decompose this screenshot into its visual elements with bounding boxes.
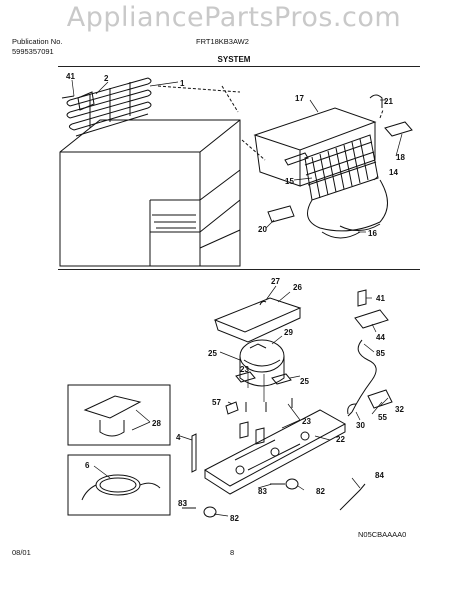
callout-26: 26 xyxy=(293,283,302,292)
model-number: FRT18KB3AW2 xyxy=(196,37,249,46)
clip-bracket xyxy=(77,91,95,111)
callout-82a: 82 xyxy=(230,514,239,523)
tube-14 xyxy=(307,179,388,232)
power-cord-6 xyxy=(81,474,161,501)
wire-85 xyxy=(351,339,377,413)
callout-20: 20 xyxy=(258,225,267,234)
callout-14: 14 xyxy=(389,168,398,177)
callout-55: 55 xyxy=(378,413,387,422)
section-title: SYSTEM xyxy=(217,55,251,64)
callout-32: 32 xyxy=(395,405,404,414)
inset-box-6 xyxy=(67,454,171,516)
callout-82b: 82 xyxy=(316,487,325,496)
callout-83b: 83 xyxy=(258,487,267,496)
callout-30: 30 xyxy=(356,421,365,430)
callout-25a: 25 xyxy=(208,349,217,358)
part-4 xyxy=(191,433,197,473)
publication-number: 5995357091 xyxy=(12,47,54,56)
callout-29: 29 xyxy=(284,328,293,337)
callout-17: 17 xyxy=(295,94,304,103)
callout-44: 44 xyxy=(376,333,385,342)
grommet-82b xyxy=(285,478,299,490)
drain-pan xyxy=(213,297,302,343)
callout-4: 4 xyxy=(176,433,181,442)
page-number: 8 xyxy=(230,548,235,557)
condenser-coil xyxy=(66,77,152,137)
callout-6: 6 xyxy=(85,461,90,470)
top-rule xyxy=(58,66,420,67)
inset-box-28 xyxy=(67,384,171,446)
evaporator-coil xyxy=(304,134,379,201)
studs xyxy=(245,398,293,412)
callout-18: 18 xyxy=(396,153,405,162)
connector xyxy=(347,403,357,417)
callout-28: 28 xyxy=(152,419,161,428)
callout-21: 21 xyxy=(384,97,393,106)
callout-23a: 23 xyxy=(240,365,249,374)
callout-41: 41 xyxy=(66,72,75,81)
callout-85: 85 xyxy=(376,349,385,358)
grommet-82a xyxy=(203,506,217,518)
compressor xyxy=(239,339,285,387)
callout-84: 84 xyxy=(375,471,384,480)
wire-84 xyxy=(339,483,366,511)
part-18 xyxy=(384,121,413,137)
callout-22: 22 xyxy=(336,435,345,444)
callout-41b: 41 xyxy=(376,294,385,303)
grommet-right xyxy=(271,373,292,385)
cabinet xyxy=(59,119,241,267)
callout-15: 15 xyxy=(285,177,294,186)
grommet-left xyxy=(235,371,256,383)
callout-25b: 25 xyxy=(300,377,309,386)
callout-27: 27 xyxy=(271,277,280,286)
callout-16: 16 xyxy=(368,229,377,238)
drain-tube-16 xyxy=(321,223,381,239)
base-plate xyxy=(204,409,347,495)
relay-55 xyxy=(367,389,393,409)
part-57 xyxy=(225,401,239,415)
grommets-23 xyxy=(239,421,265,445)
bracket-44 xyxy=(354,309,389,329)
pad-20 xyxy=(267,205,295,223)
callout-1: 1 xyxy=(180,79,185,88)
middle-rule xyxy=(58,269,420,270)
callout-83a: 83 xyxy=(178,499,187,508)
callout-2: 2 xyxy=(104,74,109,83)
callout-23b: 23 xyxy=(302,417,311,426)
screw-41b xyxy=(357,289,367,307)
diagram-code: N05CBAAAA0 xyxy=(358,530,407,539)
screw-41 xyxy=(61,95,75,99)
callout-57: 57 xyxy=(212,398,221,407)
footer-date: 08/01 xyxy=(12,548,31,557)
publication-label: Publication No. xyxy=(12,37,63,46)
inset-28-drawing xyxy=(83,395,142,437)
watermark: AppliancePartsPros.com xyxy=(66,2,402,33)
clip-21 xyxy=(369,94,383,108)
